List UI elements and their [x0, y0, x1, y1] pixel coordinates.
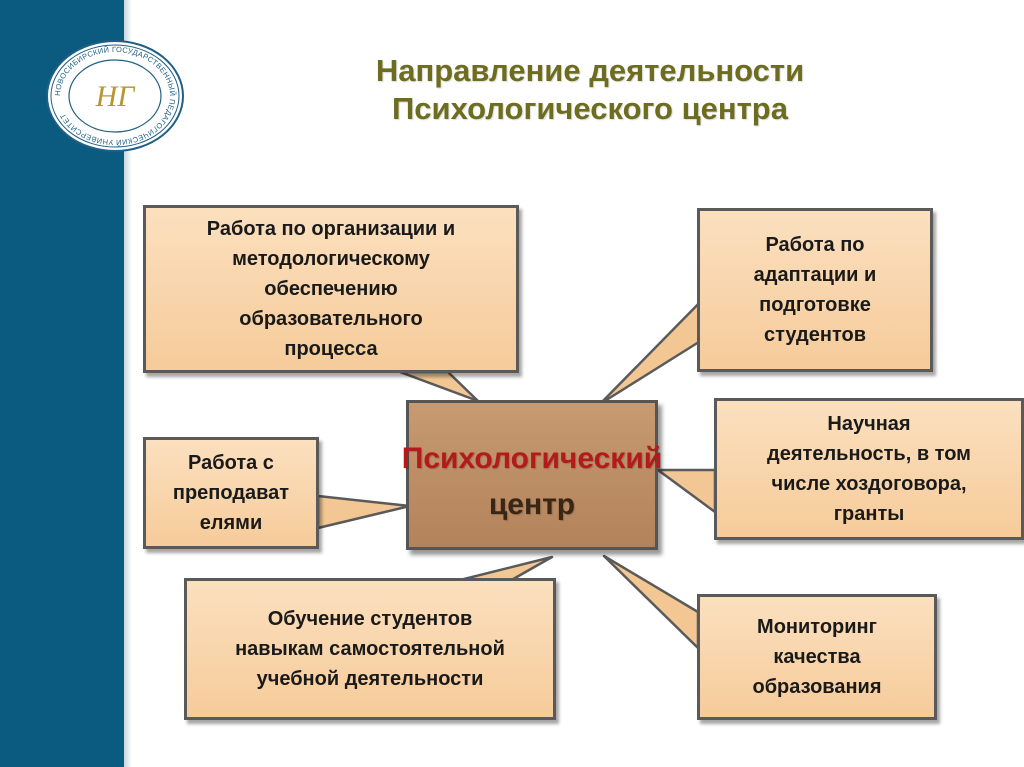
callout-monitoring-line: образования	[752, 676, 882, 698]
callout-organization: Работа по организации и методологическом…	[143, 205, 519, 373]
university-seal-icon: НОВОСИБИРСКИЙ ГОСУДАРСТВЕННЫЙ ПЕДАГОГИЧЕ…	[46, 40, 184, 152]
center-label: Психологический центр	[340, 436, 724, 528]
center-label-line-2: центр	[488, 488, 576, 521]
seal-monogram: НГ	[95, 80, 137, 113]
callout-training-line: навыкам самостоятельной	[235, 638, 505, 660]
callout-teachers-line: Работа с	[188, 452, 274, 474]
title-line-1: Направление деятельности	[375, 53, 805, 88]
callout-adaptation-line: подготовке	[759, 294, 871, 316]
sidebar-fade	[124, 0, 132, 767]
callout-monitoring-line: Мониторинг	[757, 616, 877, 638]
callout-science-line: Научная	[827, 413, 911, 435]
title-line-2: Психологического центра	[392, 91, 788, 126]
callout-training: Обучение студентов навыкам самостоятельн…	[184, 578, 556, 720]
callout-organization-line: Работа по организации и	[206, 218, 456, 240]
callout-adaptation-line: Работа по	[765, 234, 865, 256]
callout-teachers-line: преподават	[172, 482, 290, 504]
callout-organization-line: процесса	[284, 338, 378, 360]
callout-adaptation-line: студентов	[764, 324, 866, 346]
callout-training-line: Обучение студентов	[267, 608, 473, 630]
pointer-monitoring	[602, 554, 700, 650]
callout-adaptation: Работа по адаптации и подготовке студент…	[697, 208, 933, 372]
pointer-adaptation	[598, 290, 712, 406]
callout-monitoring: Мониторинг качества образования	[697, 594, 937, 720]
callout-teachers-line: елями	[199, 512, 263, 534]
callout-teachers: Работа с преподават елями	[143, 437, 319, 549]
callout-science: Научная деятельность, в том числе хоздог…	[714, 398, 1024, 540]
callout-science-line: числе хоздоговора,	[771, 473, 967, 495]
pointer-organization	[398, 370, 480, 403]
callout-organization-line: обеспечению	[264, 278, 398, 300]
center-node	[406, 400, 658, 550]
center-label-line-1: Психологический	[401, 442, 663, 475]
callout-training-line: учебной деятельности	[256, 668, 484, 690]
page-title: Направление деятельности Психологическог…	[260, 52, 920, 128]
callout-science-line: деятельность, в том	[767, 443, 971, 465]
callout-monitoring-line: качества	[773, 646, 861, 668]
callout-organization-line: образовательного	[239, 308, 423, 330]
callout-organization-line: методологическому	[232, 248, 430, 270]
callout-adaptation-line: адаптации и	[753, 264, 877, 286]
callout-science-line: гранты	[833, 503, 905, 525]
